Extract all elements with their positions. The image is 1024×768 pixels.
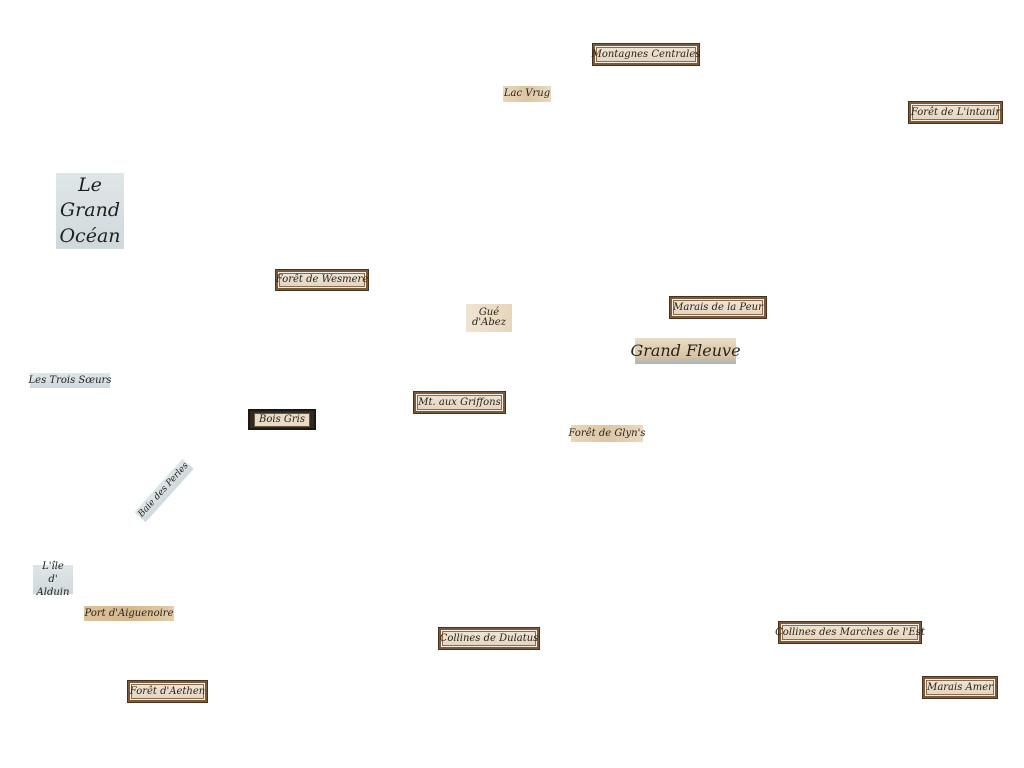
label-text: Forêt de Glyn's xyxy=(568,427,646,439)
label-text: Marais Amer xyxy=(927,681,993,693)
label-text: Bois Gris xyxy=(254,412,310,427)
label-grand-fleuve[interactable]: Grand Fleuve xyxy=(630,338,741,364)
label-gue-dabez[interactable]: Gué d'Abez xyxy=(466,304,512,332)
label-foret-daethen[interactable]: Forêt d'Aethen xyxy=(128,681,207,702)
label-text: Grand Fleuve xyxy=(630,341,741,360)
label-port-daiguenoire[interactable]: Port d'Aiguenoire xyxy=(84,606,174,621)
label-le-grand-ocean[interactable]: Le Grand Océan xyxy=(56,173,124,249)
label-text: Les Trois Sœurs xyxy=(28,374,112,386)
label-text: L'île d' Alduin xyxy=(36,561,70,598)
label-text: Mt. aux Griffons xyxy=(418,396,501,408)
label-text: Gué d'Abez xyxy=(472,306,506,328)
label-lile-dalduin[interactable]: L'île d' Alduin xyxy=(33,561,73,598)
label-foret-de-lintanir[interactable]: Forêt de L'intanir xyxy=(909,102,1002,123)
label-lac-vrug[interactable]: Lac Vrug xyxy=(503,86,551,102)
label-foret-de-wesmere[interactable]: Forêt de Wesmere xyxy=(276,270,368,290)
label-text: Lac Vrug xyxy=(503,88,551,99)
label-text: Baie des Perles xyxy=(136,460,191,520)
label-mt-aux-griffons[interactable]: Mt. aux Griffons xyxy=(414,392,505,413)
label-text: Collines de Dulatus xyxy=(439,632,539,644)
label-text: Forêt de L'intanir xyxy=(910,106,1001,118)
label-text: Montagnes Centrales xyxy=(591,48,701,60)
label-bois-gris[interactable]: Bois Gris xyxy=(248,409,316,430)
label-montagnes-centrales[interactable]: Montagnes Centrales xyxy=(591,44,701,65)
label-marais-de-la-peur[interactable]: Marais de la Peur xyxy=(670,297,766,318)
label-baie-des-perles[interactable]: Baie des Perles xyxy=(134,458,194,523)
label-text: Marais de la Peur xyxy=(673,301,763,313)
label-collines-de-dulatus[interactable]: Collines de Dulatus xyxy=(439,628,539,649)
label-les-trois-soeurs[interactable]: Les Trois Sœurs xyxy=(28,373,112,388)
label-marais-amer[interactable]: Marais Amer xyxy=(923,677,997,698)
label-foret-de-glyns[interactable]: Forêt de Glyn's xyxy=(568,425,646,442)
label-text: Collines des Marches de l'Est xyxy=(775,626,925,638)
label-text: Forêt de Wesmere xyxy=(275,274,369,285)
label-text: Le Grand Océan xyxy=(59,173,121,247)
label-text: Forêt d'Aethen xyxy=(129,685,206,697)
label-collines-des-marches-de-lest[interactable]: Collines des Marches de l'Est xyxy=(775,622,925,643)
label-text: Port d'Aiguenoire xyxy=(84,607,174,619)
